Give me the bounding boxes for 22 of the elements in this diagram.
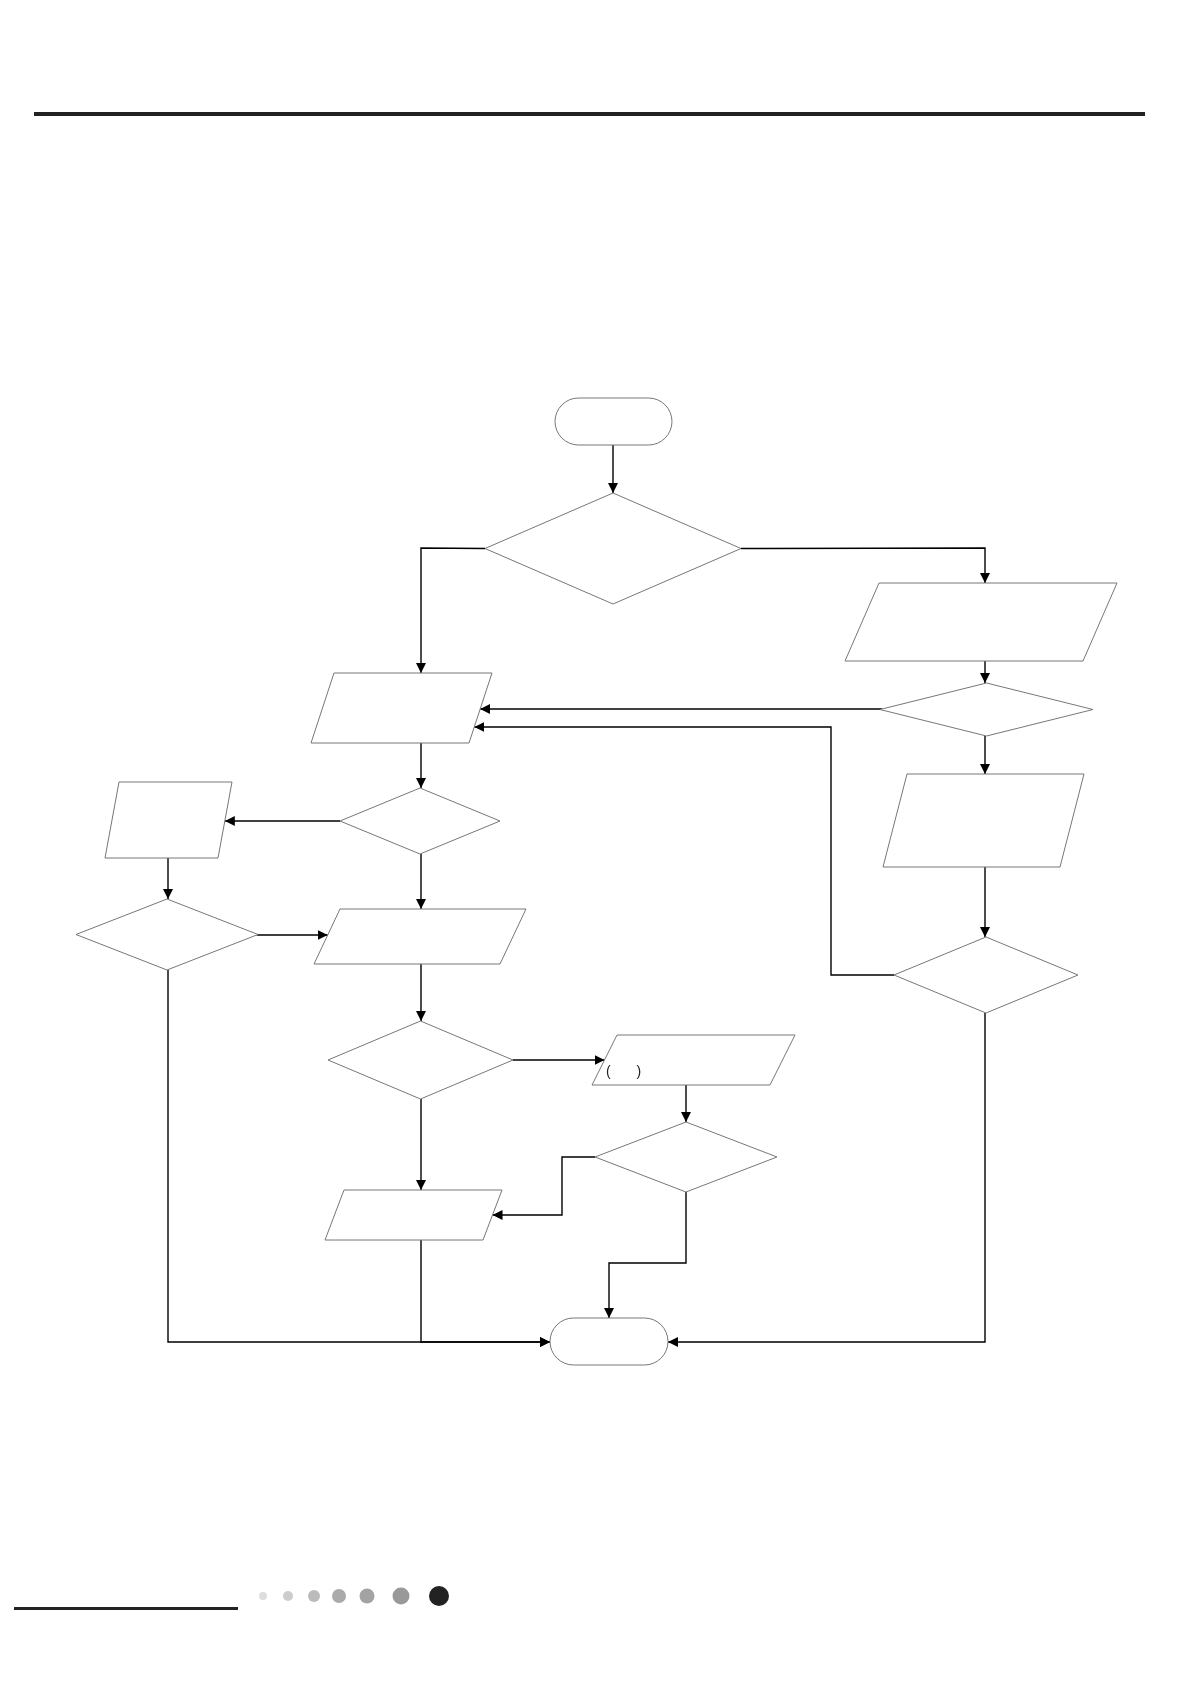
arrow	[667, 1012, 986, 1347]
node-text: ( )	[606, 1063, 642, 1079]
arrow	[980, 866, 990, 938]
arrow	[980, 735, 990, 775]
arrow	[224, 816, 341, 826]
arrow	[416, 853, 426, 910]
arrow	[256, 930, 329, 940]
arrow	[416, 963, 426, 1022]
arrow	[416, 1098, 426, 1191]
arrow	[681, 1084, 691, 1123]
arrow	[512, 1055, 606, 1065]
arrow	[420, 1239, 551, 1347]
arrow	[980, 660, 990, 684]
arrow	[608, 444, 618, 494]
arrow	[604, 1191, 687, 1319]
arrow	[740, 547, 990, 584]
arrow	[473, 722, 895, 976]
arrow	[163, 857, 173, 900]
arrow	[479, 704, 883, 714]
arrow	[416, 547, 486, 674]
arrow	[491, 1156, 596, 1220]
arrow	[416, 742, 426, 789]
